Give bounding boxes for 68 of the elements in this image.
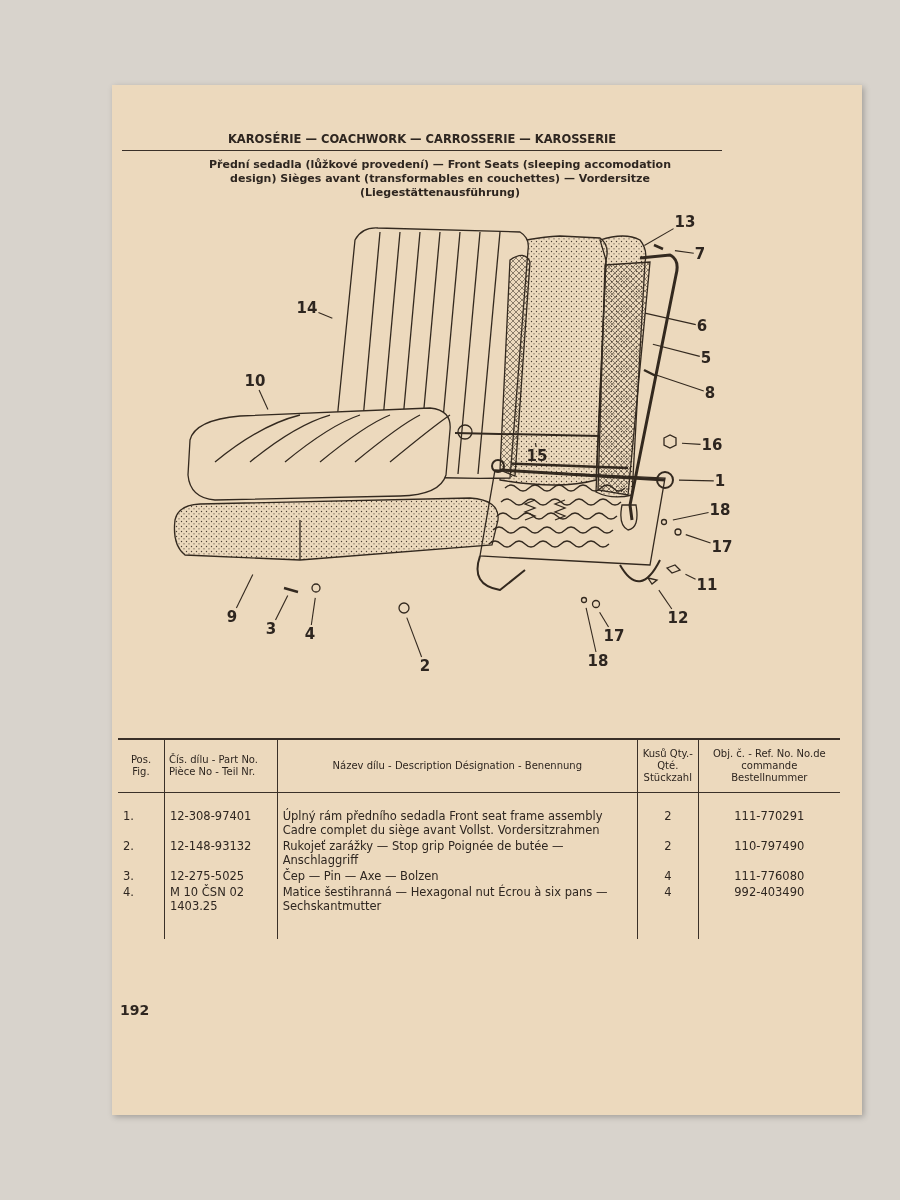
page-number: 192: [120, 1002, 150, 1018]
table-cell: 12-308-97401: [164, 792, 278, 838]
callout-number: 5: [700, 350, 712, 366]
leader-line: [674, 250, 695, 254]
table-cell: 2.: [118, 838, 165, 868]
table-cell: Rukojeť zarážky — Stop grip Poignée de butée — Anschlaggriff: [277, 838, 638, 868]
table-cell: Čep — Pin — Axe — Bolzen: [277, 868, 638, 884]
figure-title: Přední sedadla (lůžkové provedení) — Front Seats (sleeping accomodation design) Sièges avant (transformables en couchettes) — Vordersitze (Liegestättenausführung): [208, 158, 672, 200]
table-cell: 111-770291: [698, 792, 840, 838]
table-cell: 3.: [118, 868, 165, 884]
leader-line: [406, 617, 423, 658]
table-cell: M 10 ČSN 02 1403.25: [164, 884, 278, 939]
callout-number: 10: [244, 373, 266, 389]
table-cell: 12-148-93132: [164, 838, 278, 868]
leader-line: [678, 479, 715, 482]
leader-line: [585, 607, 597, 653]
leader-line: [681, 442, 702, 445]
table-cell: Matice šestihranná — Hexagonal nut Écrou à six pans — Sechskantmutter: [277, 884, 638, 939]
callout-number: 17: [711, 539, 733, 555]
callout-number: 17: [603, 628, 625, 644]
leader-line: [643, 228, 675, 247]
leader-line: [658, 589, 673, 610]
leader-line: [317, 312, 333, 319]
callout-number: 12: [667, 610, 689, 626]
leader-line: [258, 389, 269, 410]
leader-line: [535, 442, 537, 448]
table-cell: 4: [637, 884, 699, 939]
callout-number: 13: [674, 214, 696, 230]
callout-number: 3: [265, 621, 277, 637]
callout-number: 18: [709, 502, 731, 518]
leader-line: [685, 534, 712, 544]
table-cell: Úplný rám předního sedadla Front seat frame assembly Cadre complet du siège avant Vollst. Vordersitzrahmen: [277, 792, 638, 838]
table-cell: 992-403490: [698, 884, 840, 939]
table-cell: 1.: [118, 792, 165, 838]
callout-number: 7: [694, 246, 706, 262]
table-cell: 2: [637, 792, 699, 838]
leader-line: [599, 611, 610, 628]
leader-line: [235, 573, 254, 609]
callout-number: 6: [696, 318, 708, 334]
leader-line: [684, 573, 697, 580]
section-heading: KAROSÉRIE — COACHWORK — CARROSSERIE — KAROSSERIE: [226, 132, 618, 146]
leader-line: [672, 511, 710, 521]
callout-number: 15: [526, 448, 548, 464]
table-cell: 12-275-5025: [164, 868, 278, 884]
callout-number: 4: [304, 626, 316, 642]
table-cell: 111-776080: [698, 868, 840, 884]
column-header: Kusů Qty.-Qté. Stückzahl: [637, 739, 699, 793]
table-cell: 4.: [118, 884, 165, 939]
column-header: Čís. dílu - Part No. Pièce No - Teil Nr.: [164, 739, 278, 793]
column-header: Obj. č. - Ref. No. No.de commande Bestellnummer: [698, 739, 840, 793]
callout-number: 14: [296, 300, 318, 316]
callout-number: 18: [587, 653, 609, 669]
leader-line: [274, 594, 289, 621]
callout-number: 8: [704, 385, 716, 401]
leader-line: [654, 374, 705, 392]
leader-line: [310, 597, 316, 626]
leader-line: [652, 343, 701, 357]
callout-number: 11: [696, 577, 718, 593]
table-cell: 2: [637, 838, 699, 868]
callout-number: 16: [701, 437, 723, 453]
column-header: Pos. Fig.: [118, 739, 165, 793]
column-header: Název dílu - Description Désignation - Benennung: [277, 739, 638, 793]
table-cell: 4: [637, 868, 699, 884]
callout-number: 2: [419, 658, 431, 674]
leader-line: [644, 312, 697, 326]
callout-number: 1: [714, 473, 726, 489]
callout-number: 9: [226, 609, 238, 625]
table-cell: 110-797490: [698, 838, 840, 868]
